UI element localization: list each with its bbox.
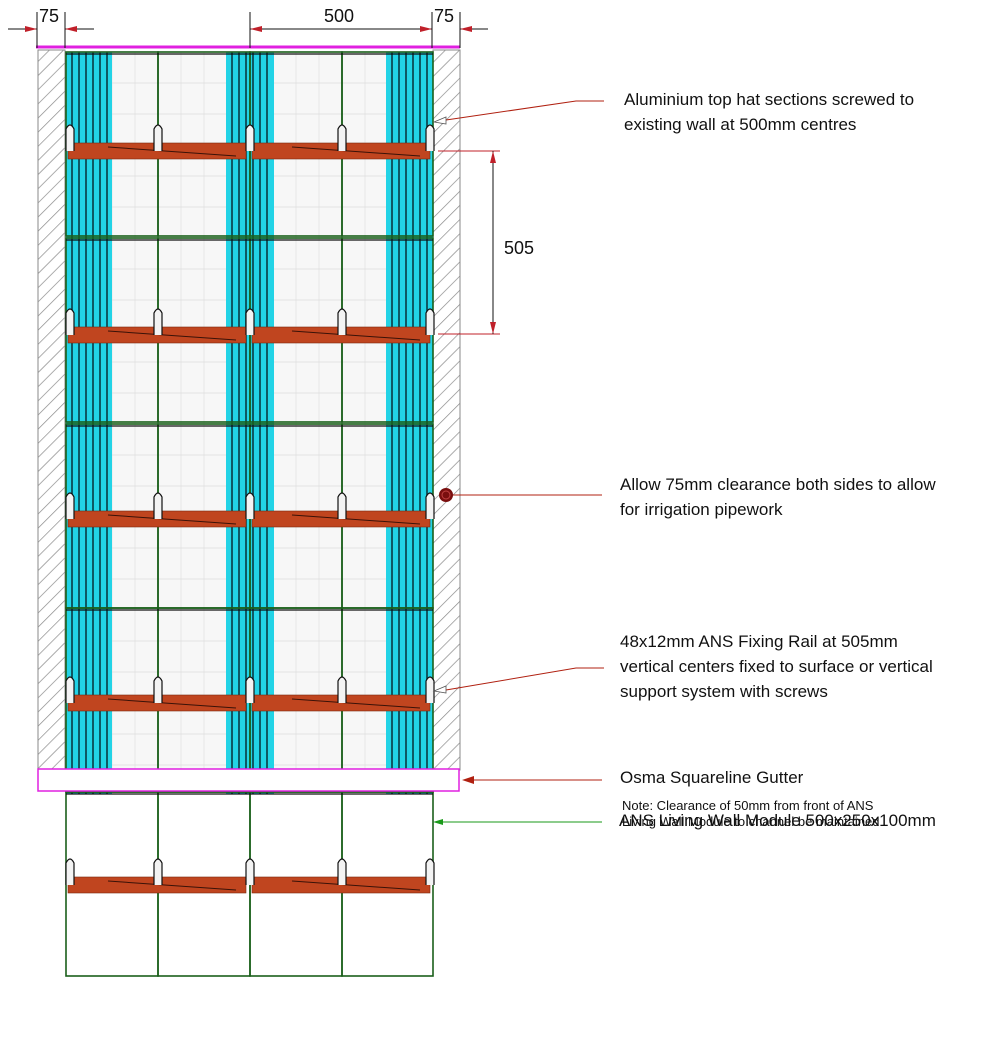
annotation-fixing-rail-line-3: support system with screws	[620, 682, 828, 701]
dimension-right-clearance: 75	[434, 6, 455, 26]
dimension-left-clearance: 75	[39, 6, 60, 26]
module-hooks	[65, 124, 435, 885]
module-hook-icon	[65, 308, 75, 335]
module-hook-icon	[153, 858, 163, 885]
annotation-fixing-rail-line-1: 48x12mm ANS Fixing Rail at 505mm	[620, 632, 898, 651]
right-clearance-hatch	[432, 49, 461, 771]
clearance-note-line-2: Living Wall Module to channel be maintai…	[622, 814, 880, 829]
module-hook-icon	[153, 492, 163, 519]
module-hook-icon	[337, 124, 347, 151]
module-hook-icon	[65, 676, 75, 703]
module-hook-icon	[153, 124, 163, 151]
top-dimensions	[8, 12, 488, 48]
osma-gutter	[37, 768, 460, 792]
module-hook-icon	[425, 676, 435, 703]
fixing-rail-screw-line	[291, 698, 421, 709]
module-hook-icon	[425, 124, 435, 151]
left-clearance-hatch	[37, 49, 66, 771]
annotation-module-line-1: ANS Living Wall Module 500x250x100mm	[619, 811, 936, 830]
top-hat-channel	[386, 52, 433, 794]
module-hook-icon	[425, 308, 435, 335]
fixing-rail-screw-line	[291, 146, 421, 157]
fixing-rail-screw-line	[107, 330, 237, 341]
annotation-top-hat: Aluminium top hat sections screwed to ex…	[624, 87, 914, 137]
module-hook-icon	[337, 676, 347, 703]
clearance-note-line-1: Note: Clearance of 50mm from front of AN…	[622, 798, 874, 813]
annotation-gutter-line-1: Osma Squareline Gutter	[620, 768, 804, 787]
module-hook-icon	[337, 308, 347, 335]
annotation-clearance: Allow 75mm clearance both sides to allow…	[620, 472, 936, 522]
dimension-arrows	[25, 26, 472, 32]
clearance-note: Note: Clearance of 50mm from front of AN…	[622, 798, 880, 830]
leader-lines	[432, 100, 604, 825]
annotation-module: ANS Living Wall Module 500x250x100mm	[619, 808, 936, 833]
module-hook-icon	[65, 492, 75, 519]
top-hat-channel	[66, 52, 112, 794]
module-hook-icon	[65, 124, 75, 151]
fixing-rail-screw-line	[107, 880, 237, 891]
module-hook-icon	[245, 308, 255, 335]
module-hook-icon	[65, 858, 75, 885]
module-hook-icon	[337, 858, 347, 885]
module-hook-icon	[245, 858, 255, 885]
fixing-rail-screw-line	[291, 330, 421, 341]
module-hook-icon	[425, 858, 435, 885]
module-hook-icon	[245, 492, 255, 519]
module-hook-icon	[153, 676, 163, 703]
annotation-top-hat-line-2: existing wall at 500mm centres	[624, 115, 857, 134]
fixing-rail-screw-line	[291, 880, 421, 891]
annotation-top-hat-line-1: Aluminium top hat sections screwed to	[624, 90, 915, 109]
fixing-rail-screw-line	[291, 514, 421, 525]
top-hat-channels	[66, 52, 433, 794]
dimension-rail-spacing: 505	[504, 238, 535, 258]
module-hook-icon	[425, 492, 435, 519]
module-hook-icon	[153, 308, 163, 335]
annotation-clearance-line-1: Allow 75mm clearance both sides to allow	[620, 475, 936, 494]
fixing-rail-screw-line	[107, 514, 237, 525]
irrigation-pipe-icon	[439, 488, 453, 502]
rail-spacing-dimension	[438, 150, 500, 335]
fixing-rail-screw-line	[107, 146, 237, 157]
module-hook-icon	[245, 124, 255, 151]
fixing-rail-leader	[445, 667, 604, 691]
annotation-fixing-rail-line-2: vertical centers fixed to surface or ver…	[620, 657, 933, 676]
annotation-clearance-line-2: for irrigation pipework	[620, 500, 783, 519]
annotation-gutter: Osma Squareline Gutter	[620, 765, 803, 790]
module-hook-icon	[337, 492, 347, 519]
dimension-module-width: 500	[324, 6, 355, 26]
fixing-rail-screw-line	[107, 698, 237, 709]
module-hook-icon	[245, 676, 255, 703]
annotation-fixing-rail: 48x12mm ANS Fixing Rail at 505mm vertica…	[620, 629, 933, 704]
top-hat-leader	[445, 100, 604, 121]
